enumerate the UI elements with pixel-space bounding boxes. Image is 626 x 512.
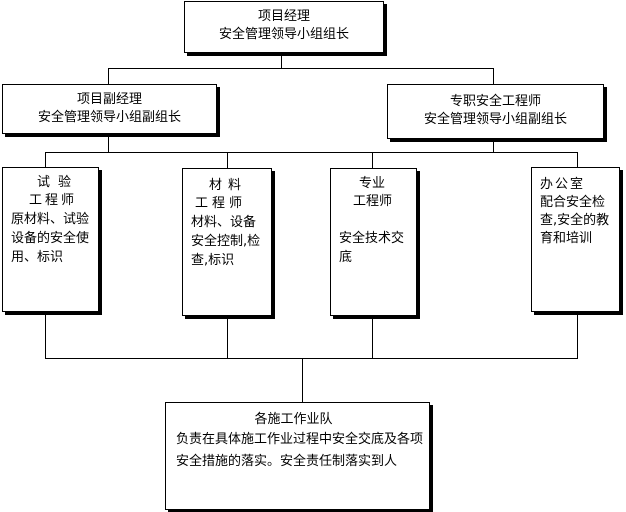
office-duty: 配合安全检查,安全的教育和培训 [540, 195, 610, 246]
connector-professional-down [372, 316, 373, 358]
professional-engineer-duty: 安全技术交底 [339, 231, 405, 265]
test-engineer-title2: 工程师 [29, 193, 78, 208]
test-engineer-title1: 试验 [37, 175, 80, 190]
office-title: 办公室 [540, 177, 586, 192]
connector-material-down [227, 316, 228, 358]
safety-engineer-box: 专职安全工程师 安全管理领导小组副组长 [387, 84, 604, 139]
project-manager-title: 项目经理 [257, 9, 310, 24]
safety-engineer-role: 安全管理领导小组副组长 [423, 112, 567, 127]
test-engineer-box: 试验 工程师 原材料、试验设备的安全使用、标识 [2, 167, 99, 312]
connector-to-professional [372, 152, 373, 168]
material-engineer-title2: 工程师 [195, 196, 247, 211]
material-engineer-title1: 材料 [209, 178, 248, 193]
connector-level2-bar [108, 68, 494, 69]
deputy-manager-title: 项目副经理 [76, 92, 142, 107]
connector-to-crew [302, 358, 303, 403]
connector-test-down [45, 312, 46, 358]
material-engineer-duty: 材料、设备安全控制,检查,标识 [191, 215, 261, 268]
connector-to-deputy [108, 68, 109, 85]
test-engineer-duty: 原材料、试验设备的安全使用、标识 [11, 212, 90, 265]
construction-crew-duty: 负责在具体施工作业过程中安全交底及各项安全措施的落实。安全责任制落实到人 [176, 432, 424, 469]
material-engineer-box: 材料 工程师 材料、设备安全控制,检查,标识 [182, 168, 272, 316]
deputy-manager-role: 安全管理领导小组副组长 [37, 110, 181, 125]
construction-crew-title: 各施工作业队 [254, 412, 333, 427]
office-box: 办公室 配合安全检查,安全的教育和培训 [531, 167, 620, 312]
connector-safety-engineer-down [493, 139, 494, 152]
professional-engineer-title1: 专业 [359, 176, 386, 191]
professional-engineer-box: 专业 工程师 安全技术交底 [330, 168, 417, 316]
connector-deputy-down [108, 134, 109, 152]
connector-to-test [45, 152, 46, 168]
connector-office-down [577, 312, 578, 358]
connector-level3-bar [45, 152, 578, 153]
construction-crew-box: 各施工作业队 负责在具体施工作业过程中安全交底及各项安全措施的落实。安全责任制落… [165, 402, 430, 510]
safety-engineer-title: 专职安全工程师 [449, 94, 541, 109]
connector-to-office [577, 152, 578, 168]
connector-to-safety-engineer [493, 68, 494, 85]
project-manager-role: 安全管理领导小组组长 [218, 27, 349, 42]
connector-top-down [281, 52, 282, 68]
professional-engineer-title2: 工程师 [353, 194, 393, 209]
project-manager-box: 项目经理 安全管理领导小组组长 [184, 1, 384, 53]
connector-bottom-bar [45, 358, 578, 359]
connector-to-material [227, 152, 228, 168]
deputy-manager-box: 项目副经理 安全管理领导小组副组长 [2, 84, 217, 134]
